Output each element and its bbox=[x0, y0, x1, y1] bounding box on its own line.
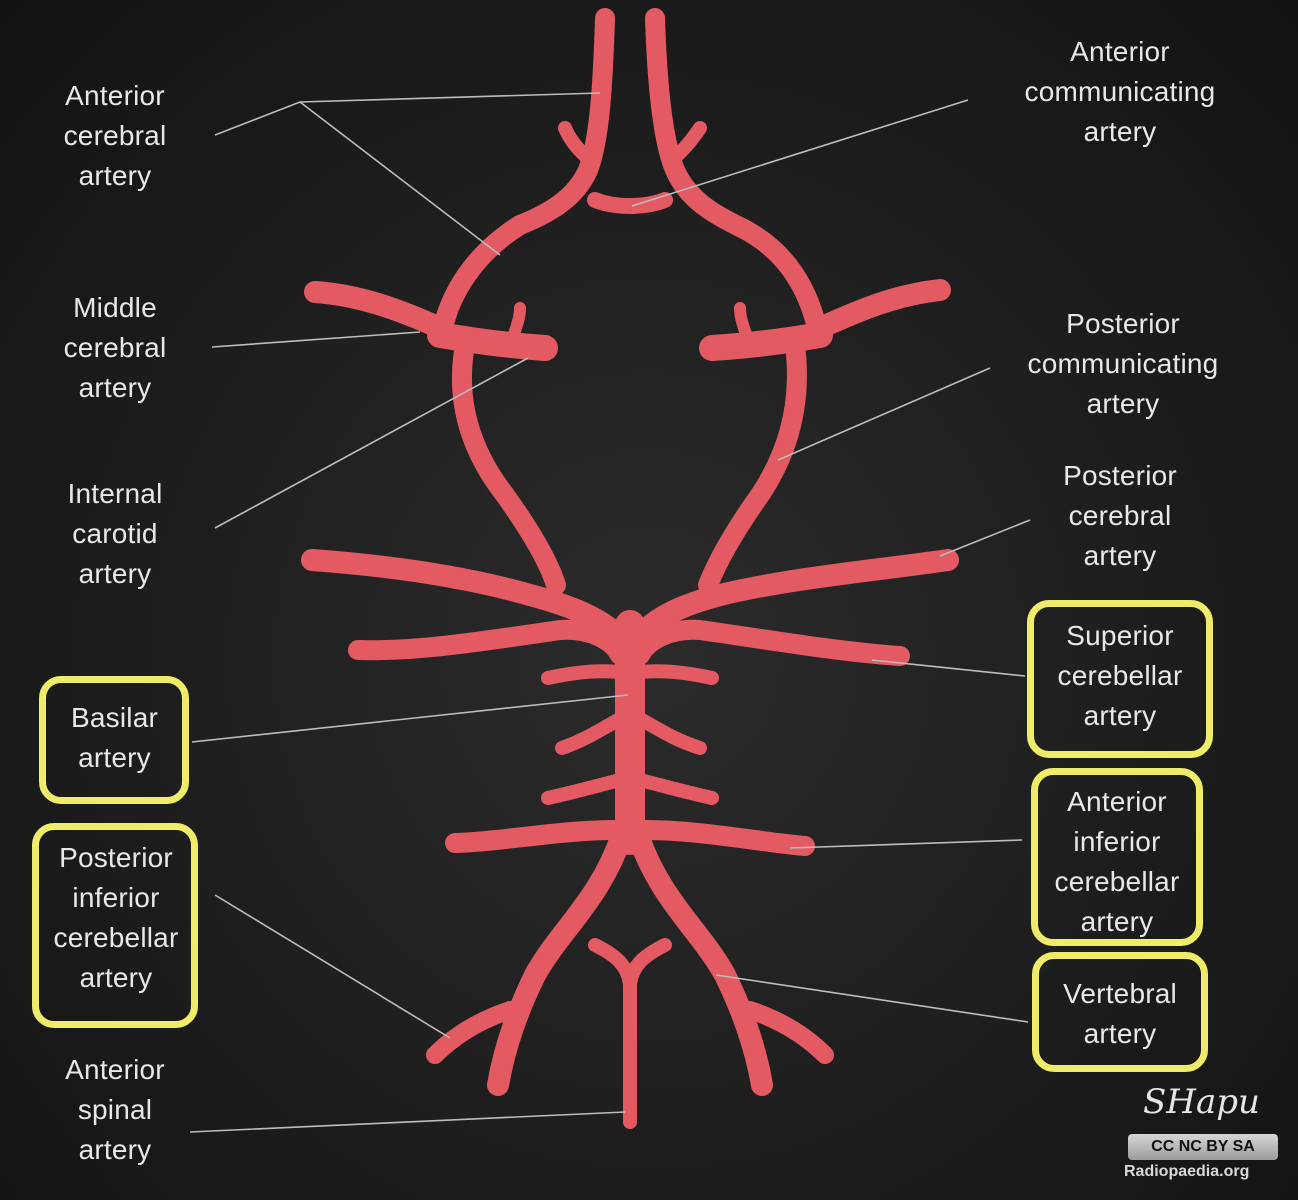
right-posterior-cerebral-artery bbox=[627, 549, 959, 651]
leader-pcom bbox=[777, 367, 991, 461]
left-pontine-branch-3 bbox=[541, 773, 627, 805]
highlight-box-anterior-inferior-cerebellar bbox=[1031, 768, 1203, 946]
leader-asa bbox=[189, 1111, 626, 1133]
highlight-box-posterior-inferior-cerebellar bbox=[32, 823, 198, 1028]
highlight-box-superior-cerebellar bbox=[1027, 600, 1213, 758]
leader-pica bbox=[214, 894, 451, 1039]
right-pontine-branch-2 bbox=[635, 713, 707, 755]
leader-vertebral bbox=[715, 974, 1029, 1023]
left-vertebral-artery bbox=[487, 824, 633, 1096]
left-superior-cerebellar-artery bbox=[348, 619, 630, 665]
right-ica-branch bbox=[734, 302, 754, 346]
right-pontine-branch-3 bbox=[633, 773, 719, 805]
highlight-box-basilar bbox=[39, 676, 189, 804]
left-ica-branch bbox=[506, 302, 526, 346]
leader-aca-2 bbox=[299, 92, 601, 103]
right-posterior-communicating-artery bbox=[698, 335, 807, 595]
leader-acom bbox=[631, 99, 969, 207]
left-pontine-branch-2 bbox=[555, 713, 625, 755]
leader-pca bbox=[939, 519, 1031, 557]
right-upper-ring bbox=[732, 218, 825, 330]
leader-aica bbox=[789, 839, 1023, 849]
left-posterior-cerebral-artery bbox=[301, 549, 633, 651]
anterior-communicating-artery bbox=[587, 192, 673, 214]
right-posterior-inferior-cerebellar-artery bbox=[741, 1001, 834, 1064]
right-internal-carotid-stub bbox=[699, 322, 833, 361]
left-pontine-branch-1 bbox=[541, 664, 627, 685]
left-posterior-inferior-cerebellar-artery bbox=[426, 1001, 519, 1064]
leader-aca-3 bbox=[299, 101, 501, 256]
right-superior-cerebellar-artery bbox=[630, 619, 910, 666]
left-aca-branch bbox=[558, 121, 597, 167]
left-upper-ring bbox=[435, 215, 530, 330]
leader-sca bbox=[871, 659, 1026, 677]
right-vertebral-artery bbox=[627, 824, 773, 1096]
leader-lines bbox=[189, 92, 1031, 1133]
highlight-box-vertebral bbox=[1032, 952, 1208, 1072]
right-anterior-inferior-cerebellar-artery bbox=[635, 820, 815, 856]
right-pontine-branch-1 bbox=[633, 664, 719, 685]
leader-basilar bbox=[191, 694, 629, 743]
source-watermark: Radiopaedia.org bbox=[1124, 1163, 1250, 1180]
vessels bbox=[301, 8, 959, 1129]
left-internal-carotid-stub bbox=[427, 322, 558, 361]
left-anterior-inferior-cerebellar-artery bbox=[445, 820, 625, 853]
leader-aca-1 bbox=[214, 101, 301, 136]
leader-ica bbox=[214, 357, 529, 529]
leader-mca bbox=[211, 331, 421, 348]
right-middle-cerebral-artery bbox=[809, 279, 951, 339]
right-aca-branch bbox=[665, 121, 707, 167]
left-posterior-communicating-artery bbox=[452, 335, 566, 595]
left-middle-cerebral-artery bbox=[304, 281, 451, 339]
license-badge: CC NC BY SA bbox=[1128, 1134, 1278, 1160]
author-signature: SHapu bbox=[1143, 1082, 1260, 1122]
